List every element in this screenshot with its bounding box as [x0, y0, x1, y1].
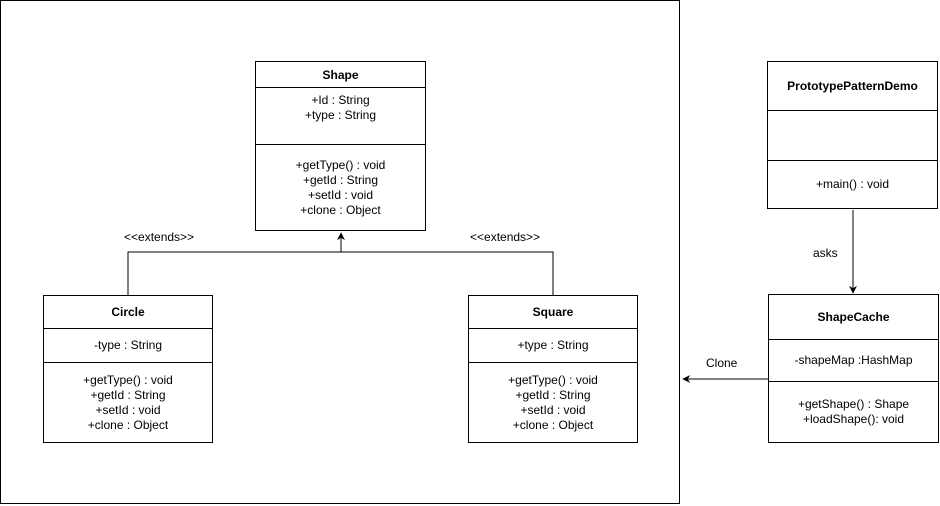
class-cache-name: ShapeCache: [817, 310, 890, 324]
method: +setId : void: [307, 187, 374, 202]
method: +getId : String: [90, 387, 166, 402]
class-circle-methods: +getType() : void +getId : String +setId…: [44, 362, 212, 442]
method: +getId : String: [302, 172, 379, 187]
method: +getType() : void: [508, 372, 598, 387]
inheritance-connector: [127, 251, 554, 295]
class-prototype-pattern-demo[interactable]: PrototypePatternDemo +main() : void: [767, 61, 938, 209]
attribute: -type : String: [93, 338, 163, 352]
method: +clone : Object: [300, 202, 381, 217]
method: +getType() : void: [295, 157, 386, 172]
class-demo-attributes: [768, 110, 937, 160]
class-square-attributes: +type : String: [469, 328, 637, 362]
attribute: +type : String: [304, 108, 377, 122]
class-shape-methods: +getType() : void +getId : String +setId…: [256, 144, 425, 230]
class-shape-cache[interactable]: ShapeCache -shapeMap :HashMap +getShape(…: [768, 294, 939, 443]
method: +getId : String: [515, 387, 591, 402]
method: +clone : Object: [512, 417, 594, 432]
method: +loadShape(): void: [802, 412, 905, 426]
extends-label-left: <<extends>>: [124, 230, 195, 244]
extends-label-right: <<extends>>: [470, 230, 541, 244]
class-circle-attributes: -type : String: [44, 328, 212, 362]
method: +getType() : void: [83, 372, 173, 387]
attribute: +Id : String: [311, 93, 370, 107]
method: +setId : void: [520, 402, 586, 417]
class-shape-attributes: +Id : String +type : String: [256, 87, 425, 144]
attribute: -shapeMap :HashMap: [794, 353, 913, 367]
class-shape-name: Shape: [322, 67, 359, 82]
class-square-name: Square: [532, 305, 574, 319]
diagram-frame: [0, 0, 680, 504]
class-cache-attributes: -shapeMap :HashMap: [769, 339, 938, 381]
method: +getShape() : Shape: [797, 397, 910, 411]
attribute: +type : String: [517, 338, 589, 352]
asks-label: asks: [813, 246, 838, 260]
clone-label: Clone: [706, 356, 738, 370]
class-square-methods: +getType() : void +getId : String +setId…: [469, 362, 637, 442]
method: +main() : void: [815, 177, 890, 191]
method: +setId : void: [95, 402, 161, 417]
class-cache-methods: +getShape() : Shape +loadShape(): void: [769, 381, 938, 442]
class-shape[interactable]: Shape +Id : String +type : String +getTy…: [255, 61, 426, 231]
class-circle-name: Circle: [111, 305, 145, 319]
class-demo-methods: +main() : void: [768, 160, 937, 208]
method: +clone : Object: [87, 417, 169, 432]
class-square[interactable]: Square +type : String +getType() : void …: [468, 295, 638, 443]
class-circle[interactable]: Circle -type : String +getType() : void …: [43, 295, 213, 443]
class-demo-name: PrototypePatternDemo: [787, 79, 918, 93]
